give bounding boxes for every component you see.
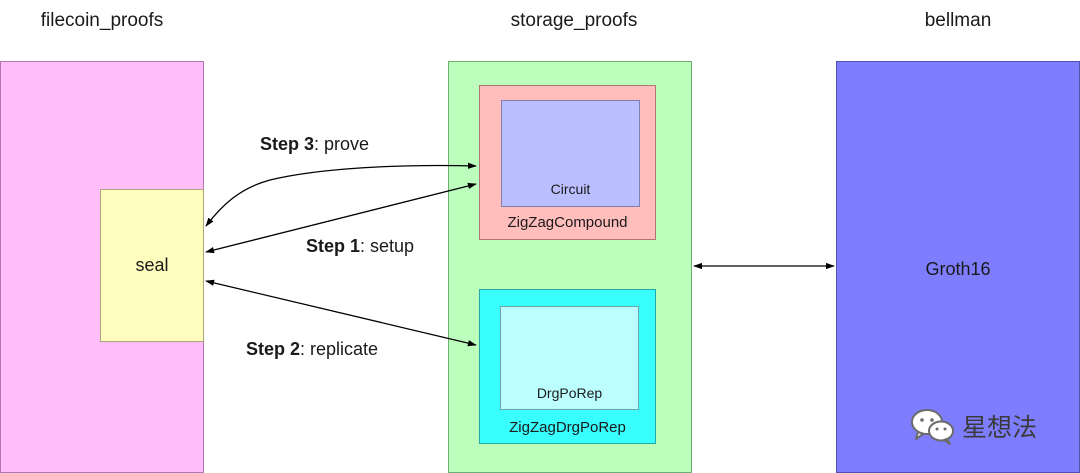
setup-arrow [205,182,477,254]
watermark: 星想法 [908,406,1037,446]
step1-label: Step 1: setup [306,235,414,257]
circuit-box: Circuit [501,100,640,207]
groth16-label: Groth16 [925,259,991,279]
bellman-title: bellman [924,10,992,31]
circuit-label: Circuit [550,181,591,197]
storage-proofs-title: storage_proofs [510,10,638,31]
seal-label: seal [135,255,169,275]
watermark-text: 星想法 [962,413,1038,442]
step2-bold: Step 2 [246,339,301,359]
zigzag-compound-label: ZigZagCompound [507,214,628,231]
prove-arrow [205,162,477,227]
step1-bold: Step 1 [306,236,361,256]
step3-label: Step 3: prove [260,133,369,155]
step2-label: Step 2: replicate [246,338,378,360]
filecoin-proofs-title: filecoin_proofs [40,10,164,31]
wechat-logo-icon [911,409,954,445]
drgporep-label: DrgPoRep [536,385,603,401]
replicate-arrow [205,279,477,347]
step1-text: : setup [360,236,415,256]
drgporep-box: DrgPoRep [500,306,639,410]
zigzag-drgporep-label: ZigZagDrgPoRep [509,419,626,436]
bellman-box: Groth16 [836,61,1080,473]
step3-bold: Step 3 [260,134,315,154]
step2-text: : replicate [300,339,379,359]
step3-text: : prove [314,134,370,154]
seal-box: seal [100,189,204,342]
